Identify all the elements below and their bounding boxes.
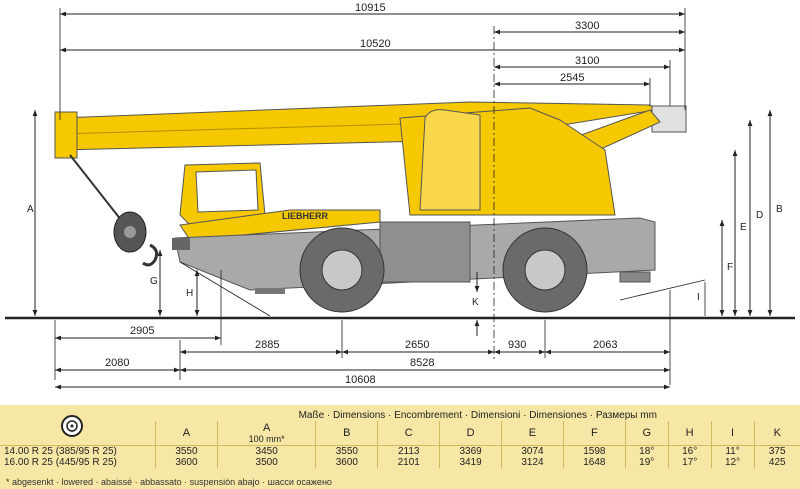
dim-2545: 2545: [560, 72, 584, 84]
table-cell: 17°: [667, 457, 712, 468]
dim-10915: 10915: [355, 2, 386, 14]
dim-10608: 10608: [345, 374, 376, 386]
table-cell: 2113: [377, 445, 440, 457]
column-header-label: A: [262, 422, 271, 434]
table-cell: 3550: [315, 445, 378, 457]
column-header-label: K: [773, 427, 781, 439]
footnote: * abgesenkt · lowered · abaissé · abbass…: [6, 477, 332, 487]
table-cell: 425: [753, 457, 800, 468]
column-header-label: I: [731, 427, 735, 439]
column-header-0: A: [155, 421, 218, 446]
column-header-label: H: [685, 427, 694, 439]
column-header-label: A: [182, 427, 191, 439]
table-cell: 3600: [315, 457, 378, 468]
table-cell: 2101: [377, 457, 440, 468]
label-E: E: [740, 222, 747, 233]
front-wheel: [299, 227, 385, 313]
table-cell: 1648: [562, 457, 626, 468]
table-cell: 3419: [439, 457, 502, 468]
column-header-label: G: [642, 427, 652, 439]
table-cell: 12°: [710, 457, 754, 468]
table-cell: 19°: [624, 457, 669, 468]
label-D: D: [756, 210, 763, 221]
table-title: Maße · Dimensions · Encombrement · Dimen…: [298, 409, 657, 421]
table-cell: 3124: [501, 457, 564, 468]
dim-2063: 2063: [593, 339, 617, 351]
dim-8528: 8528: [410, 357, 434, 369]
label-F: F: [727, 262, 733, 273]
crane-illustration: LIEBHERR: [54, 101, 687, 313]
dim-10520: 10520: [360, 38, 391, 50]
extension-lines: [54, 8, 686, 385]
dim-2650: 2650: [405, 339, 429, 351]
table-cell: 3369: [439, 445, 502, 457]
brand-logo: LIEBHERR: [282, 211, 329, 221]
column-header-8: H: [667, 421, 712, 446]
table-cell: 3550: [155, 445, 218, 457]
column-header-label: E: [528, 427, 537, 439]
dim-2885: 2885: [255, 339, 279, 351]
table-cell: 11°: [710, 445, 754, 457]
vertical-dimension-lines: A B D E F G H K I: [27, 110, 783, 336]
tire-size-label: 14.00 R 25 (385/95 R 25): [0, 445, 156, 457]
column-header-9: I: [710, 421, 754, 446]
label-B: B: [776, 204, 783, 215]
table-cell: 18°: [624, 445, 669, 457]
bottom-dimension-lines: 2905 2885 2650 930 2063 2080 8528 10608: [55, 325, 670, 390]
table-cell: 375: [753, 445, 800, 457]
label-I: I: [697, 292, 700, 303]
tire-icon-cell: [0, 409, 156, 446]
hook-block: [113, 211, 159, 267]
column-header-3: C: [377, 421, 440, 446]
dimensions-table-panel: Maße · Dimensions · Encombrement · Dimen…: [0, 405, 800, 489]
table-cell: 3600: [155, 457, 218, 468]
dim-930: 930: [508, 339, 526, 351]
column-header-10: K: [753, 421, 800, 446]
dim-2080: 2080: [105, 357, 129, 369]
table-cell: 3450: [216, 445, 316, 457]
top-dimension-lines: 10915 10520 3300 3100 2545: [60, 2, 685, 87]
dim-3100: 3100: [575, 55, 599, 67]
table-cell: 1598: [562, 445, 626, 457]
tire-icon: [60, 414, 84, 441]
crane-dimension-drawing: LIEBHERR 10915 10520 3300: [5, 2, 795, 390]
column-header-4: D: [439, 421, 502, 446]
tire-size-label: 16.00 R 25 (445/95 R 25): [4, 457, 117, 468]
column-header-label: F: [590, 427, 598, 439]
label-G: G: [150, 276, 158, 287]
table-cell: 3500: [216, 457, 316, 468]
rear-wheel: [502, 227, 588, 313]
label-A: A: [27, 204, 34, 215]
dim-3300: 3300: [575, 20, 599, 32]
column-header-6: F: [562, 421, 626, 446]
boom-head: [54, 111, 78, 159]
column-header-7: G: [624, 421, 669, 446]
table-cell: 16°: [667, 445, 712, 457]
column-header-2: B: [315, 421, 378, 446]
table-cell: 3074: [501, 445, 564, 457]
column-header-label: C: [404, 427, 413, 439]
column-header-sub: 100 mm*: [248, 434, 285, 444]
column-header-label: B: [343, 427, 351, 439]
label-H: H: [186, 288, 193, 299]
dimensions-table: Maße · Dimensions · Encombrement · Dimen…: [0, 409, 800, 468]
column-header-label: D: [466, 427, 475, 439]
column-header-5: E: [501, 421, 564, 446]
dim-2905: 2905: [130, 325, 154, 337]
angle-lines: [179, 261, 706, 317]
label-K: K: [472, 297, 479, 308]
